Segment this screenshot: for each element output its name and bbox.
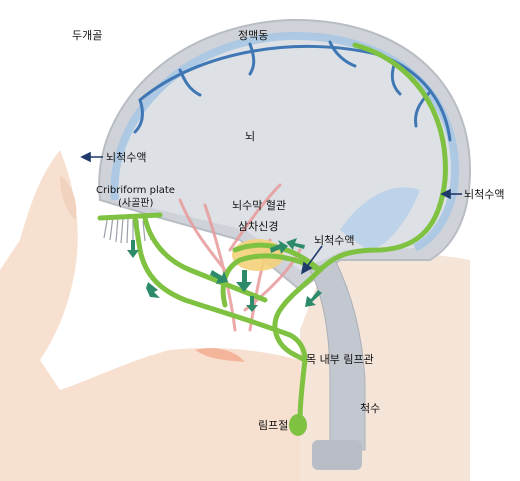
vertebra (312, 440, 362, 470)
label-cribriform-plate: Cribriform plate (96, 186, 175, 196)
arrow-left-icon (82, 153, 90, 161)
label-brain: 뇌 (245, 131, 255, 142)
label-venous-sinus: 정맥동 (238, 30, 268, 41)
label-trigeminal-nerve: 삼차신경 (238, 221, 278, 232)
lymph-node (289, 414, 307, 436)
label-csf-right: 뇌척수액 (464, 189, 504, 200)
label-cribriform-plate-ko: (사골판) (118, 199, 153, 209)
label-spinal-cord: 척수 (360, 403, 380, 414)
label-csf-left: 뇌척수액 (106, 152, 146, 163)
label-meningeal-vessels: 뇌수막 혈관 (232, 200, 286, 211)
label-neck-lymphatic: 목 내부 림프관 (306, 354, 374, 365)
label-skull: 두개골 (72, 30, 102, 41)
label-lymph-node: 림프절 (258, 420, 288, 431)
label-csf-center: 뇌척수액 (314, 235, 354, 246)
